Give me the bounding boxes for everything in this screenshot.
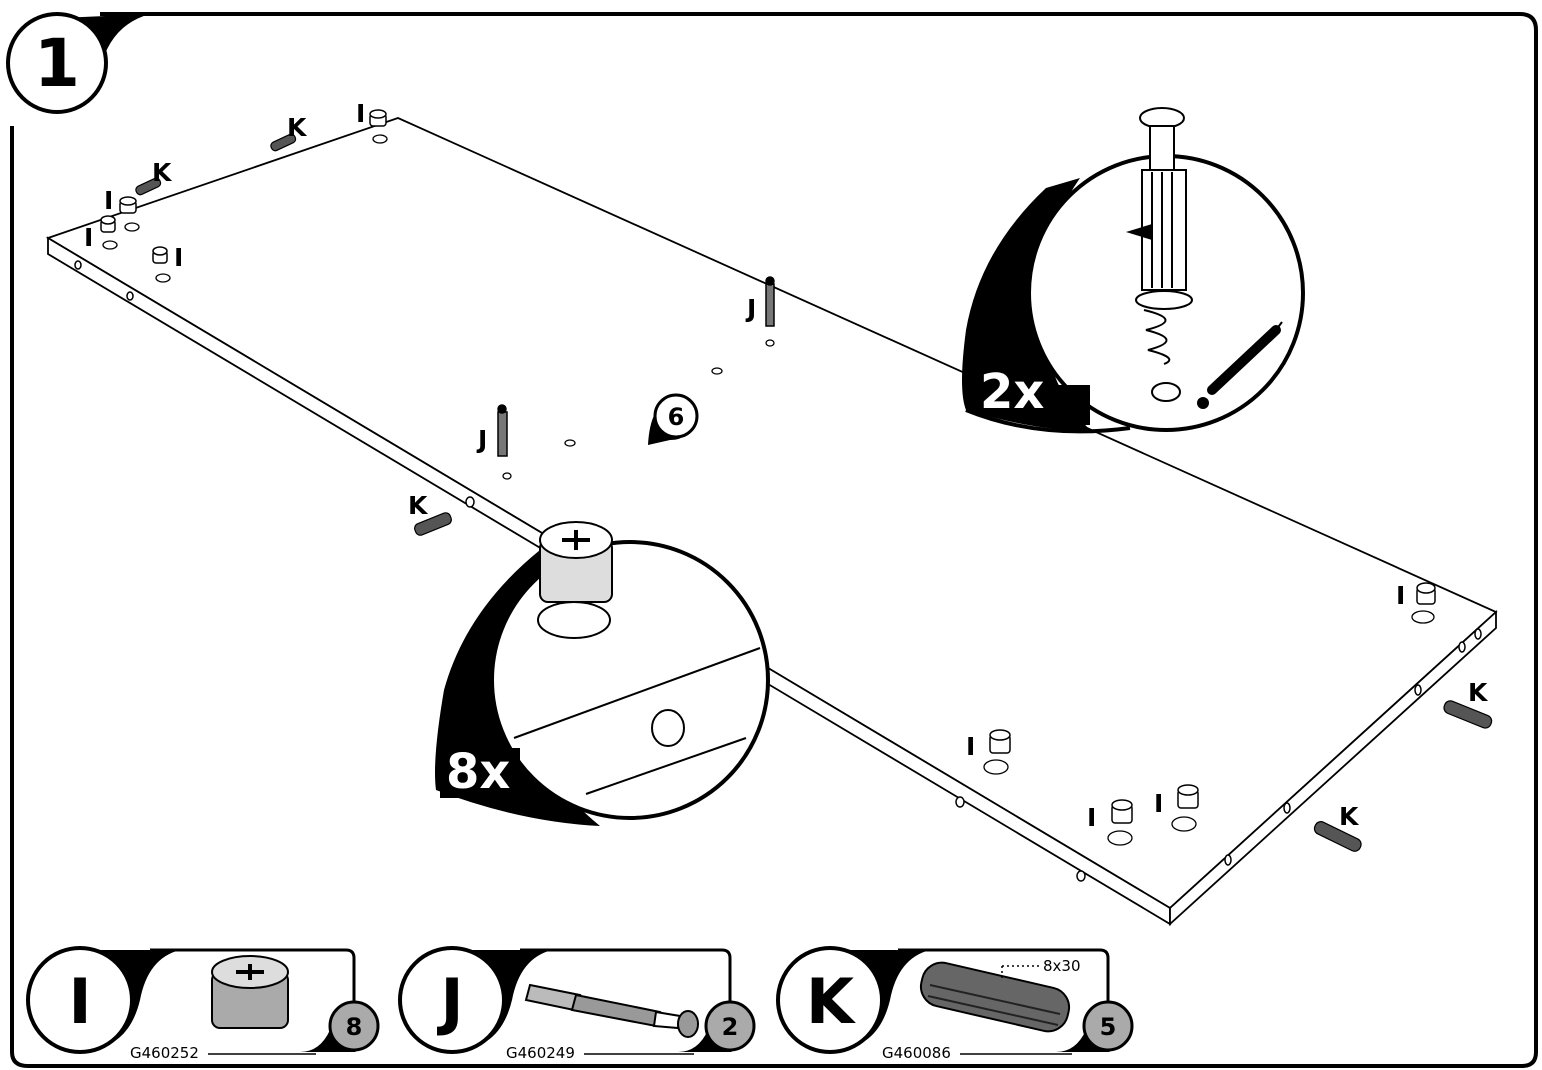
legend-code: G460252 [130, 1044, 199, 1062]
cam-lock-icon [211, 955, 289, 1029]
legend-count: 8 [346, 1013, 363, 1041]
legend-count: 5 [1100, 1013, 1117, 1041]
label-cam-lock: I [104, 186, 113, 215]
legend-item-bolt: J 2 G460249 [398, 946, 756, 1062]
callout-cam-lock-detail: 8x [435, 521, 770, 826]
bolt-icon [1135, 107, 1193, 365]
edge-holes [74, 260, 1482, 882]
legend-item-cam-lock: I 8 G460252 [26, 946, 380, 1062]
dowel-icon [919, 961, 1071, 1033]
bolt-icon [497, 276, 775, 457]
legend-item-dowel: K 8x30 5 G460086 [776, 946, 1134, 1062]
label-cam-lock: I [966, 732, 975, 761]
label-cam-lock: I [174, 243, 183, 272]
label-cam-lock: I [1087, 803, 1096, 832]
label-cam-lock: I [1154, 789, 1163, 818]
legend-code: G460086 [882, 1044, 951, 1062]
label-dowel: K [1468, 678, 1489, 707]
label-bolt: J [745, 294, 756, 323]
callout-bolt-detail: 2x [962, 107, 1305, 434]
legend-letter: J [436, 965, 463, 1038]
step-number: 1 [34, 25, 80, 102]
callout-quantity: 2x [980, 364, 1044, 420]
label-cam-lock: I [356, 99, 365, 128]
face-holes [102, 134, 1435, 846]
label-bolt: J [476, 425, 487, 454]
label-dowel: K [1339, 802, 1360, 831]
cam-lock-icon [100, 109, 1436, 824]
label-cam-lock: I [84, 223, 93, 252]
part-labels: I K K I I I J J K I K I I I K [84, 99, 1489, 832]
bolt-icon [524, 983, 699, 1038]
legend-dimension: 8x30 [1043, 957, 1081, 975]
callout-quantity: 8x [446, 744, 510, 800]
legend-count: 2 [722, 1013, 739, 1041]
label-dowel: K [152, 158, 173, 187]
cam-lock-icon [539, 521, 613, 603]
legend-letter: I [68, 965, 91, 1038]
label-dowel: K [287, 113, 308, 142]
rotation-arrow-icon [1126, 224, 1152, 240]
screwdriver-icon [1197, 321, 1283, 409]
dowel-icon [135, 133, 1493, 852]
label-cam-lock: I [1396, 581, 1405, 610]
step-badge: 1 [6, 12, 150, 114]
legend-code: G460249 [506, 1044, 575, 1062]
legend-letter: K [806, 965, 856, 1038]
label-dowel: K [408, 491, 429, 520]
page-frame [10, 12, 1538, 1068]
reference-badge: 6 [648, 393, 699, 445]
reference-number: 6 [668, 403, 685, 431]
